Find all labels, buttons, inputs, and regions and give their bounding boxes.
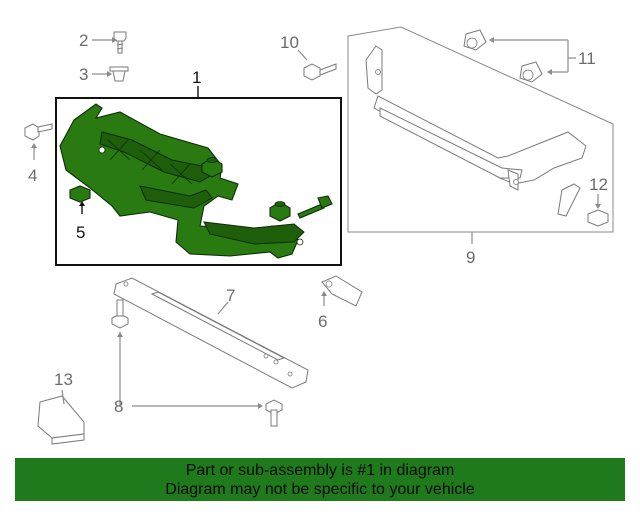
part-5-clip[interactable]: [69, 185, 91, 203]
callout-10-leader: [297, 49, 308, 61]
banner-line-2: Diagram may not be specific to your vehi…: [165, 481, 475, 498]
callout-13: 13: [54, 370, 73, 389]
part-11-pin-upper[interactable]: [463, 29, 487, 51]
callout-11: 11: [578, 49, 596, 68]
part-4-bolt[interactable]: [24, 123, 53, 141]
part-9-outline: [347, 26, 614, 233]
part-1-bolt[interactable]: [297, 195, 333, 219]
callout-8: 8: [114, 397, 123, 416]
callout-5: 5: [76, 223, 85, 242]
part-2-bolt[interactable]: [113, 31, 127, 54]
part-1-nut-lower[interactable]: [269, 201, 291, 222]
part-11-pin-lower[interactable]: [519, 61, 543, 83]
callout-4: 4: [28, 166, 37, 185]
callout-6: 6: [318, 312, 327, 331]
callout-12: 12: [589, 175, 608, 194]
part-7-plate[interactable]: [113, 277, 309, 389]
callout-10: 10: [280, 33, 299, 52]
callout-7: 7: [226, 286, 235, 305]
part-9-radiator-support[interactable]: [365, 45, 587, 217]
callout-7-leader: [217, 301, 229, 315]
part-13-cover[interactable]: [37, 395, 85, 445]
part-1-nut-upper[interactable]: [201, 157, 223, 178]
callout-9: 9: [466, 248, 475, 267]
parts-diagram: 2 3 4 1: [24, 26, 614, 445]
callout-1: 1: [192, 68, 201, 87]
part-6-bracket[interactable]: [321, 275, 363, 307]
callout-2: 2: [79, 31, 88, 50]
part-8-bolt-right[interactable]: [265, 399, 283, 427]
callout-3: 3: [79, 65, 88, 84]
notice-banner: Part or sub-assembly is #1 in diagram Di…: [15, 458, 625, 501]
callout-13-leader: [61, 389, 65, 405]
part-10-bolt[interactable]: [303, 63, 337, 81]
part-3-clip[interactable]: [109, 66, 129, 82]
banner-line-1: Part or sub-assembly is #1 in diagram: [185, 462, 455, 479]
part-8-bolt-left[interactable]: [111, 299, 129, 329]
part-1-crossmember[interactable]: [59, 103, 305, 259]
part-12-clip[interactable]: [587, 209, 609, 227]
